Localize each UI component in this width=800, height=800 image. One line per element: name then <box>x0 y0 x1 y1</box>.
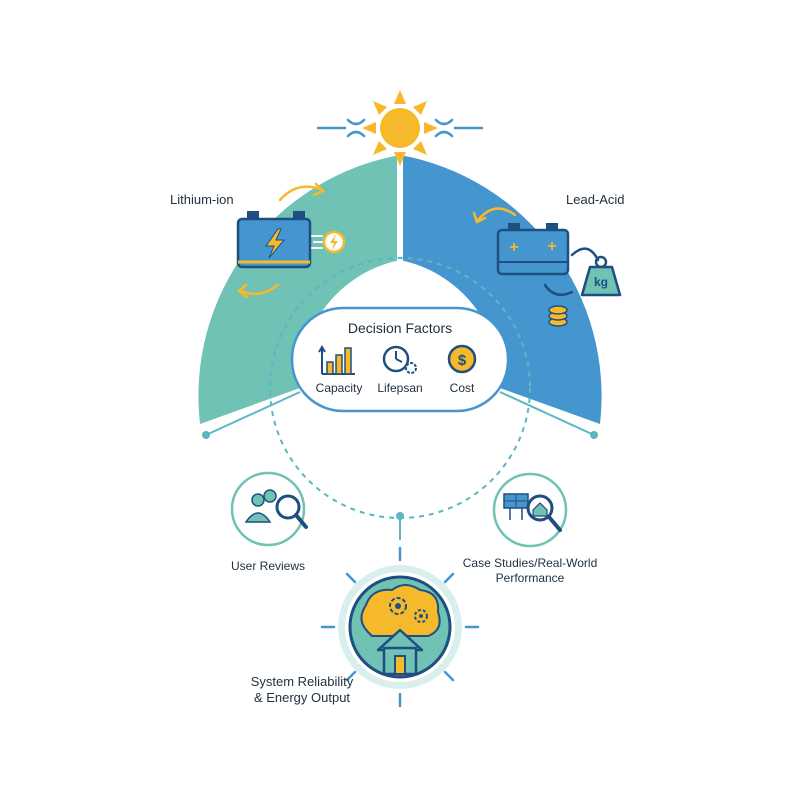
right-cycle-arrows <box>472 207 600 297</box>
sun-icon <box>362 90 438 166</box>
solar-panel-house-magnifier-icon <box>492 472 568 548</box>
factor-lifespan-label: Lifepsan <box>377 381 423 395</box>
lead-acid-arc <box>400 155 602 424</box>
case-studies-label-line2: Performance <box>495 571 565 585</box>
factor-capacity-label: Capacity <box>315 381 363 395</box>
svg-text:+: + <box>509 239 518 256</box>
lithium-ion-arc <box>198 155 400 424</box>
case-studies-label-line1: Case Studies/Real-World <box>462 556 598 570</box>
connector-dots <box>202 431 598 520</box>
brain-gears-house-icon <box>360 584 441 676</box>
weight-label: kg <box>594 275 608 289</box>
svg-text:$: $ <box>458 352 467 369</box>
battery-plus-minus-icon: + + <box>496 223 570 276</box>
lead-acid-label: Lead-Acid <box>566 192 625 207</box>
factor-cost-label: Cost <box>449 381 475 395</box>
weight-icon: kg <box>580 255 622 297</box>
outcome-label-line1: System Reliability <box>250 674 354 689</box>
decision-factors-title: Decision Factors <box>347 320 453 336</box>
outcome-label-line2: & Energy Output <box>253 690 351 705</box>
user-reviews-label: User Reviews <box>230 559 306 573</box>
coins-icon <box>548 305 568 327</box>
users-magnifier-icon <box>230 471 308 547</box>
svg-text:+: + <box>547 238 556 255</box>
bar-chart-icon <box>318 345 355 375</box>
comparison-arc <box>198 150 602 424</box>
battery-charging-icon <box>236 211 346 269</box>
clock-gear-icon <box>382 345 417 374</box>
outcome-ticks <box>320 546 480 708</box>
sun-rays-lines <box>316 118 484 138</box>
lithium-ion-label: Lithium-ion <box>170 192 234 207</box>
dollar-coin-icon: $ <box>447 344 477 374</box>
left-cycle-arrows <box>237 182 326 299</box>
